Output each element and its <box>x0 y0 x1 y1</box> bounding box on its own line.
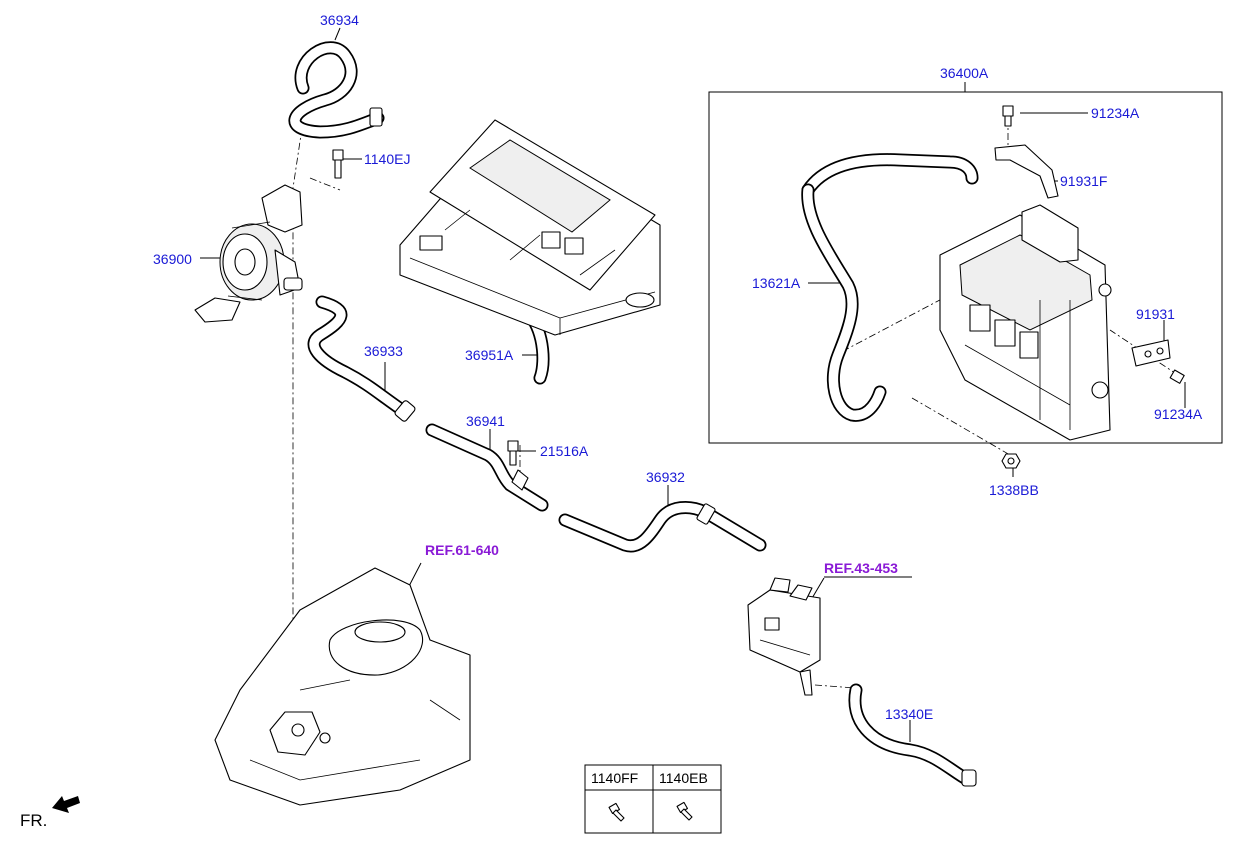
label-13340E: 13340E <box>885 706 933 722</box>
hose-13340E-drawing <box>848 683 977 787</box>
ref-61-640-link[interactable]: REF.61-640 <box>425 542 499 558</box>
ref-43-453-link[interactable]: REF.43-453 <box>824 560 898 576</box>
label-21516A: 21516A <box>540 443 589 459</box>
bolt-91234A-bottom-drawing <box>1169 369 1185 384</box>
part-labels: 36934 1140EJ 36900 36933 36951A 36941 21… <box>153 12 1203 722</box>
nut-1338BB-drawing <box>1001 453 1021 469</box>
hose-36934-drawing <box>288 41 385 139</box>
bracket-91931-drawing <box>1131 339 1171 367</box>
water-pump-36900-drawing <box>194 184 303 323</box>
label-36900: 36900 <box>153 251 192 267</box>
pipe-36941-drawing <box>425 423 549 512</box>
label-13621A: 13621A <box>752 275 801 291</box>
legend-1140FF: 1140FF <box>591 770 638 786</box>
label-36934: 36934 <box>320 12 359 28</box>
label-1338BB: 1338BB <box>989 482 1039 498</box>
ref-43-453-unit-drawing <box>747 577 821 696</box>
hose-13621A-drawing <box>801 153 979 422</box>
bolt-1140FF-icon <box>608 802 625 822</box>
label-36951A: 36951A <box>465 347 514 363</box>
reference-labels: REF.61-640 REF.43-453 <box>425 542 898 576</box>
hose-36933-drawing <box>307 295 416 422</box>
bolt-1140EJ-drawing <box>332 149 344 179</box>
label-36941: 36941 <box>466 413 505 429</box>
label-91931: 91931 <box>1136 306 1175 322</box>
label-36933: 36933 <box>364 343 403 359</box>
fastener-legend-table: 1140FF 1140EB <box>584 764 722 834</box>
label-1140EJ: 1140EJ <box>364 151 410 167</box>
hose-36932-drawing <box>558 501 767 553</box>
bracket-91931F-drawing <box>994 144 1059 199</box>
front-label: FR. <box>20 811 47 830</box>
bolt-91234A-top-drawing <box>1002 105 1014 127</box>
label-91234A-top: 91234A <box>1091 105 1140 121</box>
front-arrow-icon <box>52 796 80 813</box>
bolt-21516A-drawing <box>507 440 529 491</box>
inverter-module-drawing <box>399 119 661 336</box>
label-36400A: 36400A <box>940 65 989 81</box>
ref-61-640-housing-drawing <box>214 567 471 806</box>
bolt-1140EB-icon <box>676 801 693 821</box>
legend-1140EB: 1140EB <box>659 770 708 786</box>
label-36932: 36932 <box>646 469 685 485</box>
front-direction-indicator: FR. <box>20 796 80 830</box>
assembly-36400A-drawing <box>939 204 1112 441</box>
label-91234A-bottom: 91234A <box>1154 406 1203 422</box>
label-91931F: 91931F <box>1060 173 1107 189</box>
assembly-box-36400A <box>708 91 1223 444</box>
